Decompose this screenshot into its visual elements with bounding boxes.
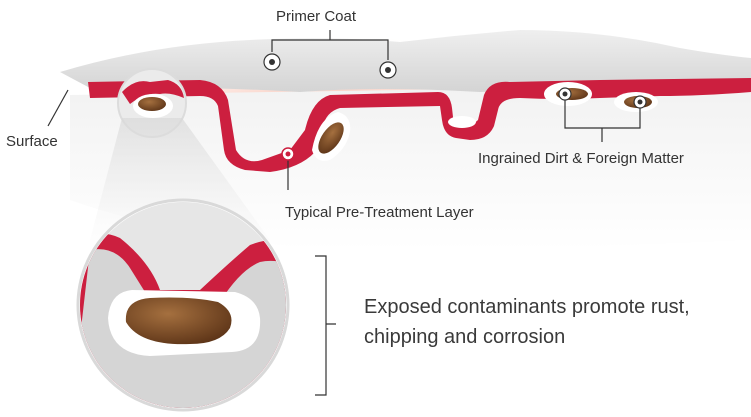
pre-treatment-label: Typical Pre-Treatment Layer: [285, 204, 474, 221]
surface-label: Surface: [6, 133, 58, 150]
ingrained-dirt-label: Ingrained Dirt & Foreign Matter: [478, 150, 684, 167]
caption-line-1: Exposed contaminants promote rust,: [364, 292, 690, 322]
zoom-bracket: [315, 256, 336, 395]
contaminant-pocket: [448, 116, 476, 128]
caption-line-2: chipping and corrosion: [364, 322, 690, 352]
surface-leader: [48, 90, 68, 126]
primer-coat-label: Primer Coat: [276, 8, 356, 25]
exposed-contaminants-caption: Exposed contaminants promote rust, chipp…: [364, 292, 690, 352]
magnifier-source-contaminant: [138, 97, 166, 111]
